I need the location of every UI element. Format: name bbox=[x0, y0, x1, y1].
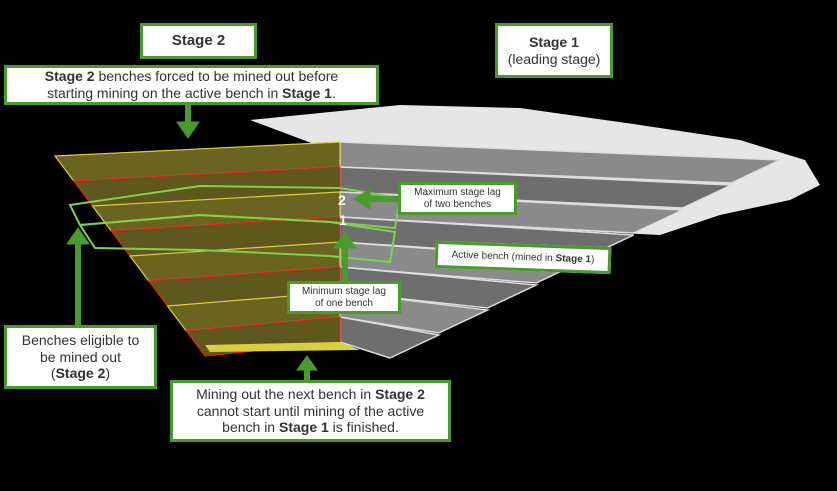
min-lag-note: Minimum stage lag of one bench bbox=[287, 281, 401, 314]
stage1-label: Stage 1 (leading stage) bbox=[495, 23, 613, 78]
mining-bold-stage2: Stage 2 bbox=[375, 385, 425, 402]
min-lag-line-1: Minimum stage lag bbox=[302, 285, 386, 297]
mining-text-1: Mining out the next bench in bbox=[196, 385, 376, 402]
eligible-bold-stage2: Stage 2 bbox=[55, 365, 106, 382]
mining-next-note: Mining out the next bench in Stage 2 can… bbox=[170, 380, 451, 442]
min-lag-line-2: of one bench bbox=[315, 297, 373, 309]
forced-text-1: benches forced to be mined out before bbox=[94, 68, 339, 85]
bench-number-2: 2 bbox=[338, 192, 346, 208]
mining-bold-stage1: Stage 1 bbox=[278, 419, 329, 436]
mining-text-3: bench in bbox=[222, 419, 279, 436]
active-text-2: ) bbox=[590, 253, 595, 265]
stage1-subtitle: (leading stage) bbox=[507, 50, 601, 67]
forced-benches-note: Stage 2 benches forced to be mined out b… bbox=[4, 65, 379, 105]
eligible-paren-close: ) bbox=[105, 365, 111, 382]
bench-number-1: 1 bbox=[339, 212, 347, 228]
forced-bold-stage1: Stage 1 bbox=[282, 85, 332, 101]
forced-text-3: . bbox=[331, 85, 336, 101]
mining-text-4: is finished. bbox=[328, 419, 399, 436]
forced-text-2: starting mining on the active bench in bbox=[47, 85, 283, 101]
eligible-benches-note: Benches eligible to be mined out (Stage … bbox=[4, 325, 157, 389]
eligible-line-2: be mined out bbox=[40, 348, 121, 365]
stage2-title: Stage 2 bbox=[171, 32, 226, 49]
min-lag-bench-outline bbox=[78, 213, 397, 264]
arrow-min-lag-head bbox=[333, 231, 357, 249]
forced-bold-stage2: Stage 2 bbox=[44, 68, 95, 85]
arrow-forced-head bbox=[176, 121, 200, 139]
active-bold-stage1: Stage 1 bbox=[555, 252, 592, 265]
arrow-mining-next-head bbox=[296, 355, 318, 371]
mining-text-2: cannot start until mining of the active bbox=[196, 402, 425, 419]
arrow-eligible-head bbox=[66, 227, 90, 245]
max-lag-line-1: Maximum stage lag bbox=[414, 186, 501, 198]
stage1-title: Stage 1 bbox=[529, 33, 579, 50]
eligible-line-1: Benches eligible to bbox=[21, 331, 140, 348]
max-lag-note: Maximum stage lag of two benches bbox=[398, 182, 517, 215]
eligible-paren-open: ( bbox=[50, 365, 56, 382]
max-lag-line-2: of two benches bbox=[423, 198, 492, 210]
arrow-max-lag-head bbox=[353, 188, 371, 210]
stage2-label: Stage 2 bbox=[140, 23, 257, 59]
active-text-1: Active bench (mined in bbox=[451, 249, 556, 264]
pit-floor bbox=[205, 342, 360, 352]
